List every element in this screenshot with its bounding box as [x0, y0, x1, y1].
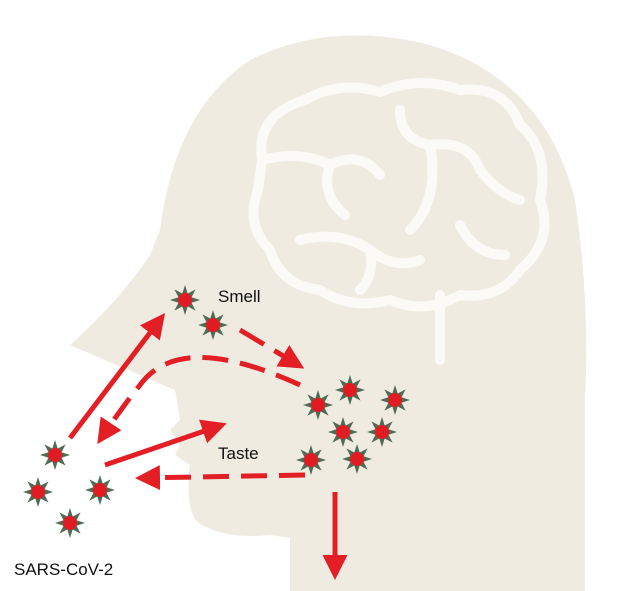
- virus-icon: [198, 310, 228, 340]
- virus-icon: [380, 385, 410, 415]
- virus-icon: [328, 417, 358, 447]
- virus-icon: [40, 440, 70, 470]
- virus-icon: [342, 444, 372, 474]
- virus-icon: [303, 390, 333, 420]
- virus-icon: [367, 417, 397, 447]
- taste-label: Taste: [218, 444, 259, 463]
- virus-icon: [170, 285, 200, 315]
- virus-icon: [296, 445, 326, 475]
- virus-icon: [85, 475, 115, 505]
- arrow-mouth-to-virus-dashed: [140, 475, 305, 478]
- smell-label: Smell: [218, 287, 261, 306]
- virus-icon: [335, 375, 365, 405]
- head-silhouette: [70, 35, 586, 591]
- virus-label: SARS-CoV-2: [14, 560, 113, 579]
- virus-icon: [55, 508, 85, 538]
- virus-icon: [23, 477, 53, 507]
